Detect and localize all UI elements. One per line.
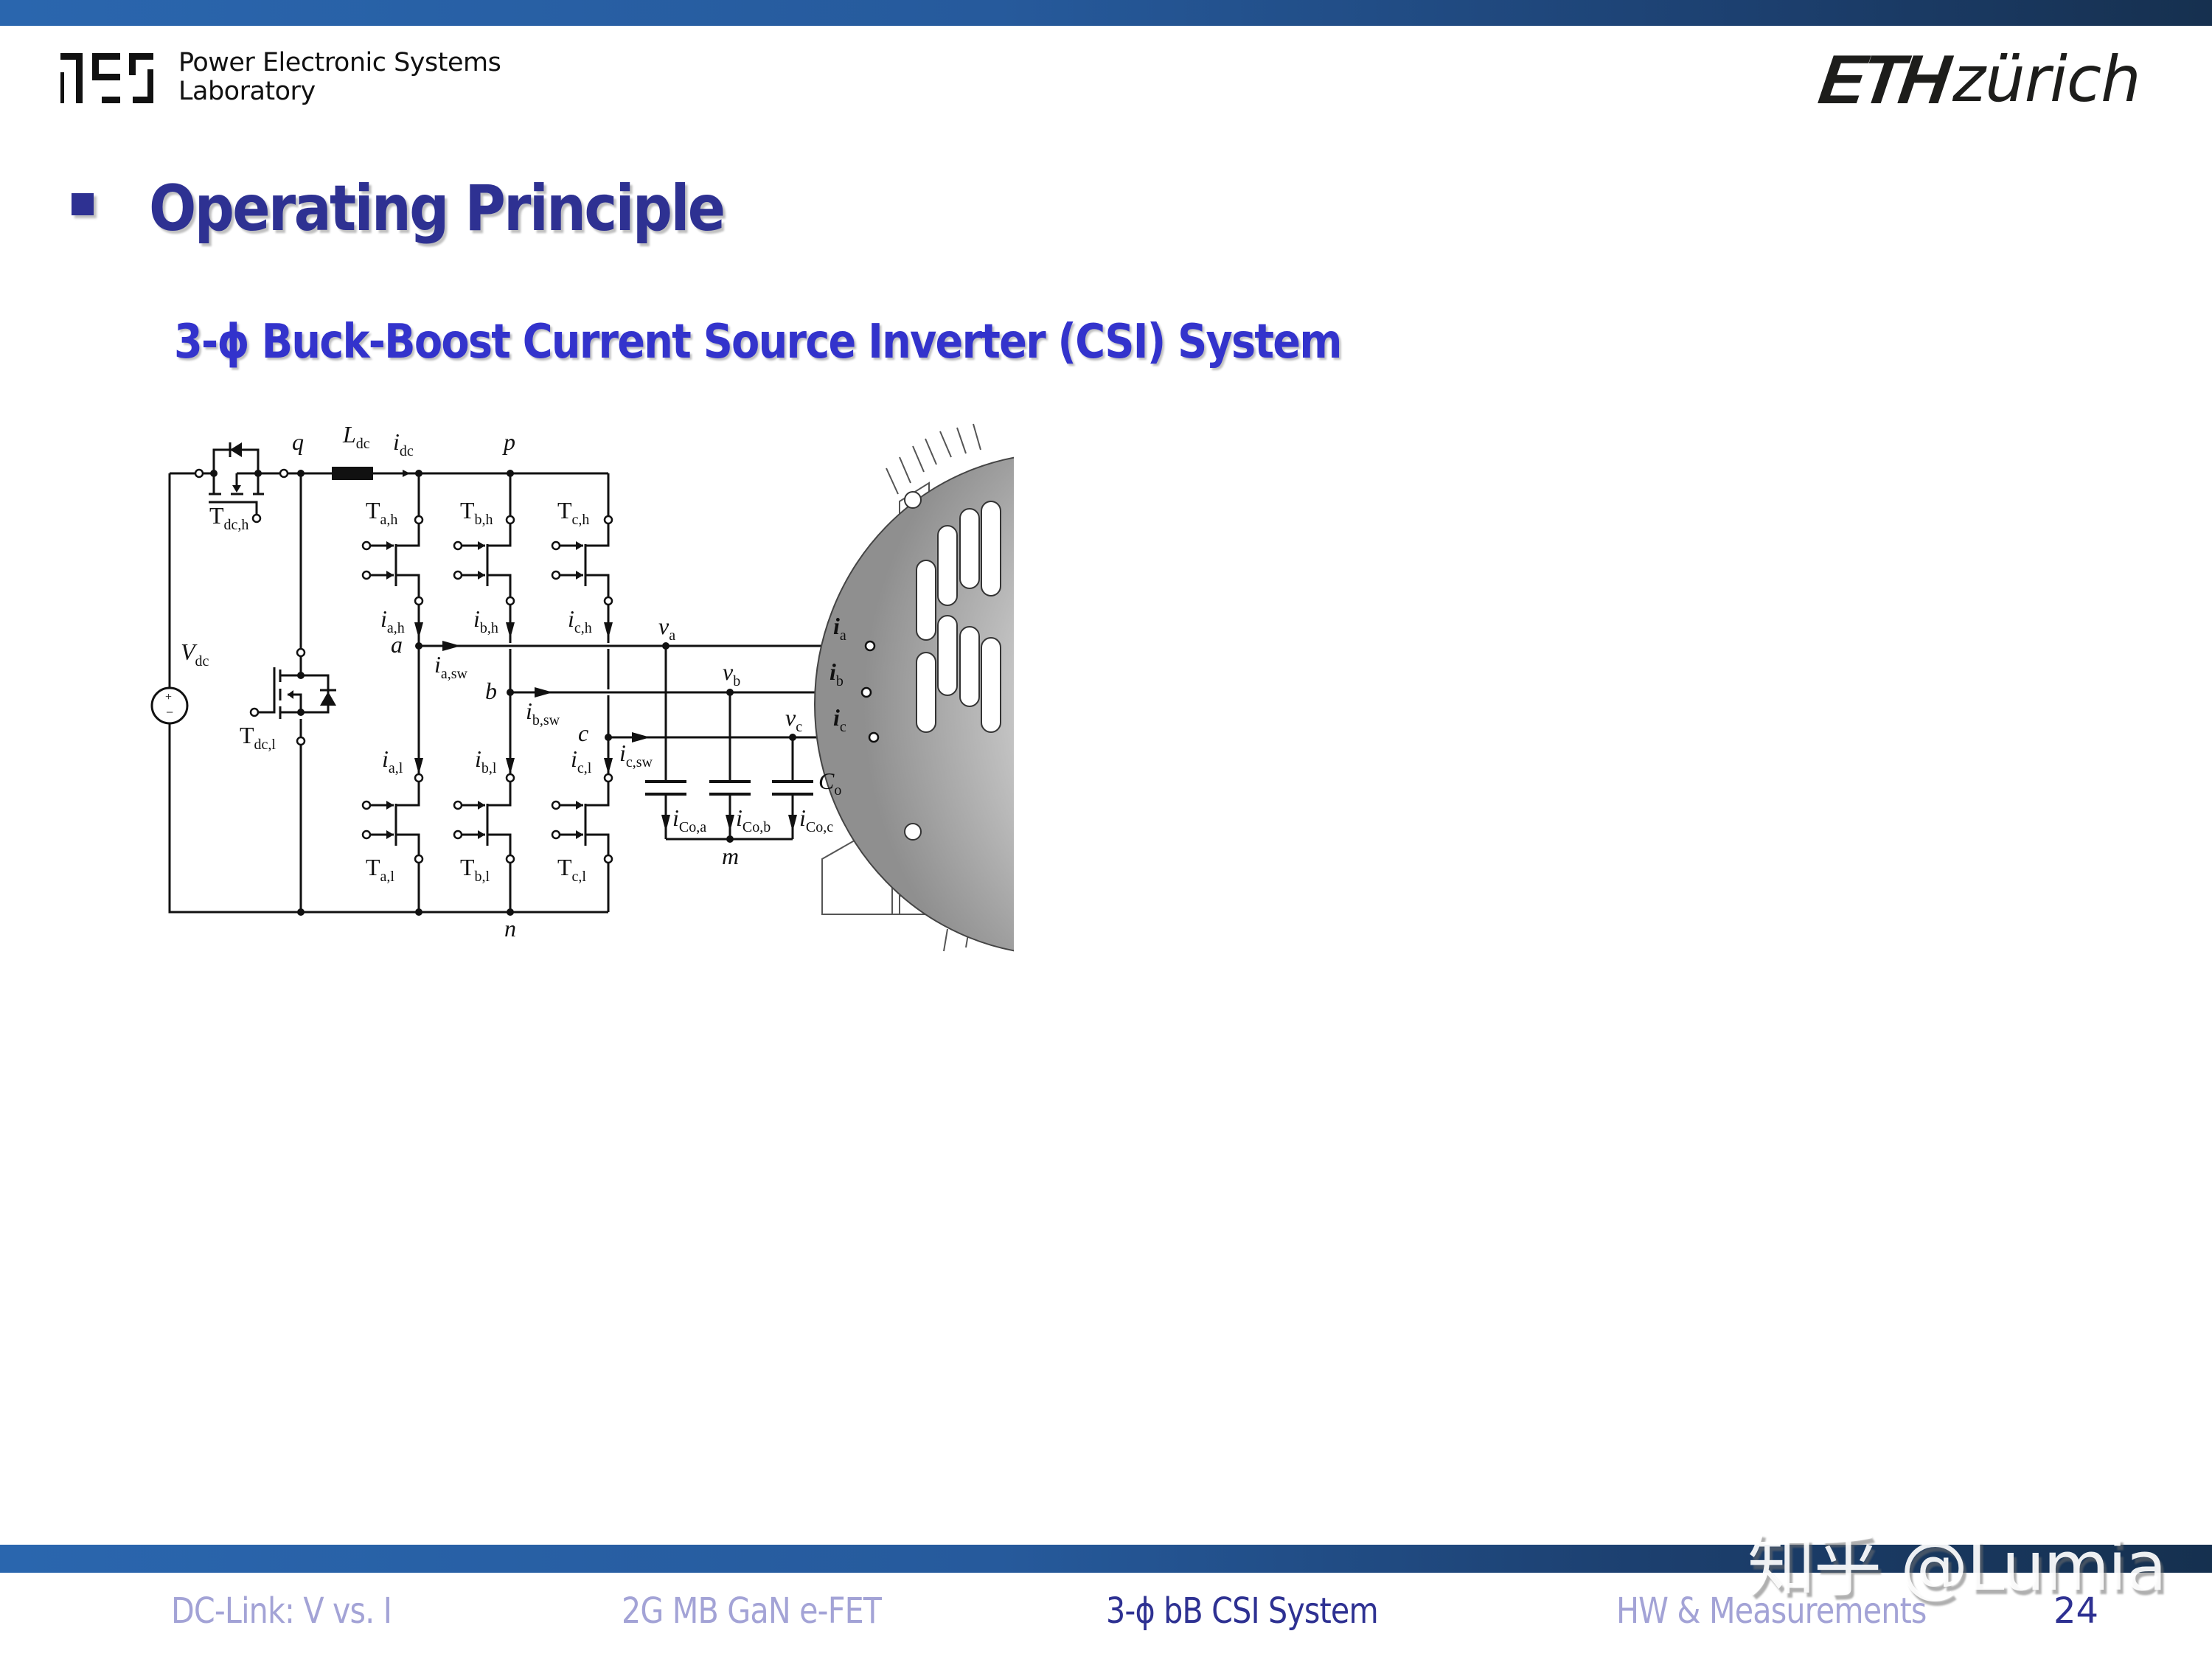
icoa-label: iCo,a — [672, 804, 706, 835]
va-label: va — [658, 613, 675, 644]
csi-circuit-diagram: + − — [150, 421, 1014, 952]
svg-text:+: + — [165, 691, 172, 703]
node-m: m — [722, 843, 739, 869]
ial-label: ia,l — [382, 745, 403, 776]
tdch-label: Tdc,h — [209, 502, 248, 533]
node-n: n — [504, 915, 516, 942]
ia-label: ia — [833, 613, 846, 644]
tbl-label: Tb,l — [460, 854, 490, 885]
slide-title: Operating Principle — [149, 172, 726, 246]
eth-logo-bold: ETH — [1814, 41, 1951, 118]
lab-name-line2: Laboratory — [178, 77, 316, 106]
icoc-label: iCo,c — [799, 804, 833, 835]
tdcl-label: Tdc,l — [240, 722, 276, 753]
pes-logo-icon — [60, 53, 153, 103]
footer-nav-dc-link[interactable]: DC-Link: V vs. I — [171, 1590, 392, 1632]
icsw-label: ic,sw — [619, 740, 653, 771]
icob-label: iCo,b — [736, 804, 771, 835]
lab-name-line1: Power Electronic Systems — [178, 48, 501, 77]
eth-zurich-logo: ETH zürich — [1815, 41, 2141, 118]
node-a: a — [391, 631, 403, 658]
tch-label: Tc,h — [557, 497, 589, 528]
idc-label: idc — [393, 428, 414, 459]
tah-label: Ta,h — [366, 497, 397, 528]
bullet-square-icon — [72, 193, 94, 215]
slide-subtitle: 3-ϕ Buck-Boost Current Source Inverter (… — [174, 315, 1342, 369]
eth-logo-light: zürich — [1952, 43, 2141, 116]
ibl-label: ib,l — [475, 745, 497, 776]
footer-nav-hw-measurements[interactable]: HW & Measurements — [1616, 1590, 1927, 1632]
vc-label: vc — [785, 704, 802, 735]
ldc-label: Ldc — [342, 421, 370, 452]
node-q: q — [292, 428, 304, 455]
watermark: 知乎 @Lumia — [1747, 1527, 2167, 1606]
node-p: p — [502, 428, 515, 455]
node-c: c — [578, 720, 588, 746]
tbh-label: Tb,h — [460, 497, 493, 528]
footer-nav: DC-Link: V vs. I 2G MB GaN e-FET 3-ϕ bB … — [0, 1585, 2212, 1637]
top-accent-bar — [0, 0, 2212, 26]
iah-label: ia,h — [380, 605, 405, 636]
vb-label: vb — [723, 658, 740, 689]
tcl-label: Tc,l — [557, 854, 586, 885]
ibsw-label: ib,sw — [526, 698, 560, 728]
bottom-accent-bar — [0, 1545, 2212, 1573]
icl-label: ic,l — [571, 745, 592, 776]
svg-text:−: − — [166, 705, 173, 720]
footer-nav-csi-system[interactable]: 3-ϕ bB CSI System — [1106, 1590, 1379, 1632]
iasw-label: ia,sw — [434, 651, 468, 682]
vdc-label: Vdc — [181, 639, 209, 669]
co-label: Co — [818, 768, 841, 799]
lab-name: Power Electronic Systems Laboratory — [178, 49, 501, 106]
tal-label: Ta,l — [366, 854, 394, 885]
ib-label: ib — [830, 658, 844, 689]
ich-label: ic,h — [568, 605, 592, 636]
page-number: 24 — [2053, 1590, 2099, 1632]
ibh-label: ib,h — [473, 605, 498, 636]
motor-icon — [814, 423, 1014, 952]
ic-label: ic — [833, 704, 846, 735]
node-b: b — [485, 678, 497, 704]
footer-nav-gan-efet[interactable]: 2G MB GaN e-FET — [622, 1590, 882, 1632]
